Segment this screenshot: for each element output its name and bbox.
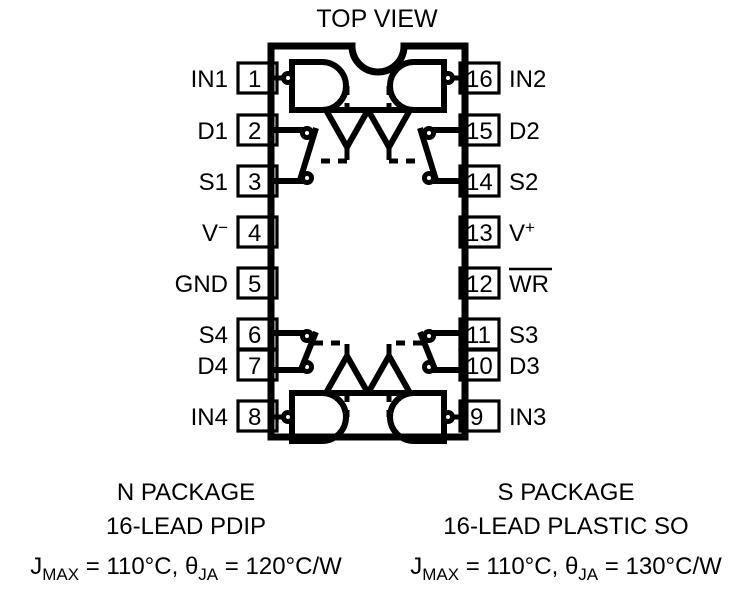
pin-label: IN3 [509, 404, 546, 431]
pin-row-left-7: 7 D4 [197, 348, 279, 382]
left-pin-group: 1 IN1 2 D1 3 S1 4 V− 5 GND [175, 61, 279, 433]
pin-row-right-14: 14 S2 [458, 164, 538, 198]
pin-row-left-2: 2 D1 [197, 113, 279, 147]
switch-3-blade [417, 330, 439, 374]
pin-label: WR [509, 271, 549, 298]
pin-row-right-13: 13 V+ [458, 215, 535, 249]
pin-number: 16 [466, 66, 493, 93]
pin-number: 14 [466, 169, 493, 196]
pin-label: S2 [509, 169, 538, 196]
pin-label: IN2 [509, 66, 546, 93]
pin-label: GND [175, 271, 228, 298]
pin-label: S1 [199, 169, 228, 196]
switch-1-blade [297, 127, 319, 181]
pin-row-right-10: 10 D3 [458, 348, 540, 382]
level-shift-triangle-4 [320, 349, 374, 396]
pin-label: V+ [509, 218, 535, 247]
level-shift-triangle-1 [320, 107, 374, 154]
switch-1-node-top [300, 126, 314, 140]
pin-row-left-1: 1 IN1 [191, 61, 279, 95]
pin-number: 1 [248, 66, 261, 93]
pin-label: S3 [509, 322, 538, 349]
inversion-bubble-1 [281, 71, 295, 85]
pin-label: IN4 [191, 404, 228, 431]
pin-row-left-4: 4 V− [202, 215, 279, 249]
channel-2-group [362, 59, 465, 185]
pin-row-left-6: 6 S4 [199, 317, 279, 351]
right-pin-group: 16 IN2 15 D2 14 S2 13 V+ 12 WR [458, 61, 552, 433]
input-buffer-2 [387, 59, 447, 113]
caption-n-package: N PACKAGE 16-LEAD PDIP JMAX = 110°C, θJA… [30, 479, 342, 584]
pin-number: 12 [466, 271, 493, 298]
input-buffer-3 [387, 390, 447, 444]
input-buffer-4 [289, 390, 349, 444]
caption-thermal-spec: JMAX = 110°C, θJA = 120°C/W [30, 553, 342, 584]
pin-row-right-16: 16 IN2 [458, 61, 546, 95]
pin-number: 4 [248, 220, 261, 247]
level-shift-triangle-3 [362, 349, 416, 396]
pin-row-right-15: 15 D2 [458, 113, 540, 147]
pin-number: 7 [248, 353, 261, 380]
channel-1-group [271, 59, 374, 185]
pin-number: 6 [248, 322, 261, 349]
pin-number: 15 [466, 118, 493, 145]
switch-2-blade [417, 127, 439, 181]
pin-row-left-5: 5 GND [175, 266, 279, 300]
inversion-bubble-3 [441, 410, 455, 424]
pin-label: D1 [197, 118, 228, 145]
pin-number: 10 [466, 353, 493, 380]
caption-line-2: 16-LEAD PLASTIC SO [443, 513, 688, 540]
level-shift-triangle-2 [362, 107, 416, 154]
pin-number: 11 [466, 322, 491, 349]
pin-label: V− [202, 218, 228, 247]
caption-line-1: S PACKAGE [498, 479, 635, 506]
pin-number: 8 [248, 404, 261, 431]
inversion-bubble-4 [281, 410, 295, 424]
inversion-bubble-2 [441, 71, 455, 85]
pin-row-right-9: 9 IN3 [458, 399, 546, 433]
diagram-title: TOP VIEW [316, 5, 438, 33]
pin-row-left-8: 8 IN4 [191, 399, 279, 433]
pin-label: D2 [509, 118, 540, 145]
pin-label: D4 [197, 353, 228, 380]
pin-row-left-3: 3 S1 [199, 164, 279, 198]
switch-4-blade [297, 330, 319, 374]
caption-line-1: N PACKAGE [117, 479, 255, 506]
pin-number: 3 [248, 169, 261, 196]
package-body-outline [267, 42, 469, 441]
pin-number: 13 [466, 220, 493, 247]
pin-number: 2 [248, 118, 261, 145]
caption-s-package: S PACKAGE 16-LEAD PLASTIC SO JMAX = 110°… [410, 479, 722, 584]
channel-4-group [271, 329, 374, 444]
switch-2-node-top [422, 126, 436, 140]
pin-label: D3 [509, 353, 540, 380]
pin-number: 5 [248, 271, 261, 298]
caption-line-2: 16-LEAD PDIP [106, 513, 266, 540]
pin-label: S4 [199, 322, 228, 349]
pin-label: IN1 [191, 66, 228, 93]
caption-thermal-spec: JMAX = 110°C, θJA = 130°C/W [410, 553, 722, 584]
channel-3-group [362, 329, 465, 444]
pin-row-right-11: 11 S3 [458, 317, 538, 351]
input-buffer-1 [289, 59, 349, 113]
pin-row-right-12: 12 WR [458, 266, 552, 300]
pin-number: 9 [470, 404, 483, 431]
